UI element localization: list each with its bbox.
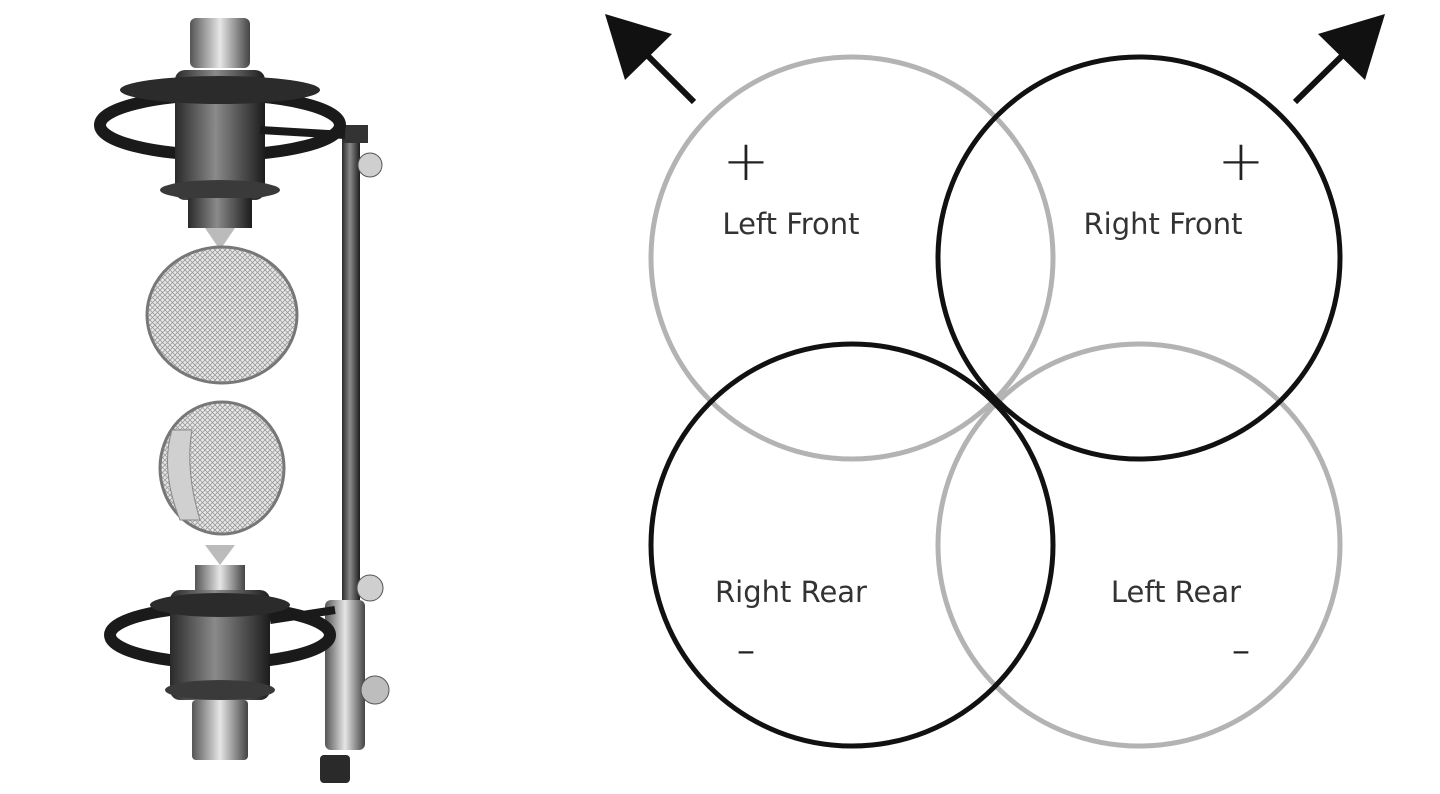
label-right-rear: Right Rear <box>715 575 867 609</box>
bottom-capsule-grille <box>158 400 286 536</box>
stereo-microphone-pair-photo <box>94 18 390 783</box>
lobe-left-front <box>648 54 1056 462</box>
bottom-shock-mount <box>104 545 336 760</box>
polarity-left-rear: - <box>1231 617 1251 682</box>
lobe-right-front <box>935 54 1343 462</box>
top-shock-mount <box>94 18 346 250</box>
stereo-bar <box>342 125 360 665</box>
top-capsule-grille <box>145 245 299 385</box>
arrow-up-right-icon <box>1292 14 1385 105</box>
polarity-left-front: + <box>723 129 770 194</box>
blumlein-polar-diagram: + + - - Left Front Right Front Right Rea… <box>605 14 1385 749</box>
polarity-right-front: + <box>1218 129 1265 194</box>
polarity-right-rear: - <box>736 617 756 682</box>
lobe-right-rear <box>648 341 1056 749</box>
label-left-rear: Left Rear <box>1111 575 1241 609</box>
label-right-front: Right Front <box>1084 207 1243 241</box>
arrow-up-left-icon <box>605 14 697 105</box>
label-left-front: Left Front <box>722 207 859 241</box>
lobe-left-rear <box>935 341 1343 749</box>
